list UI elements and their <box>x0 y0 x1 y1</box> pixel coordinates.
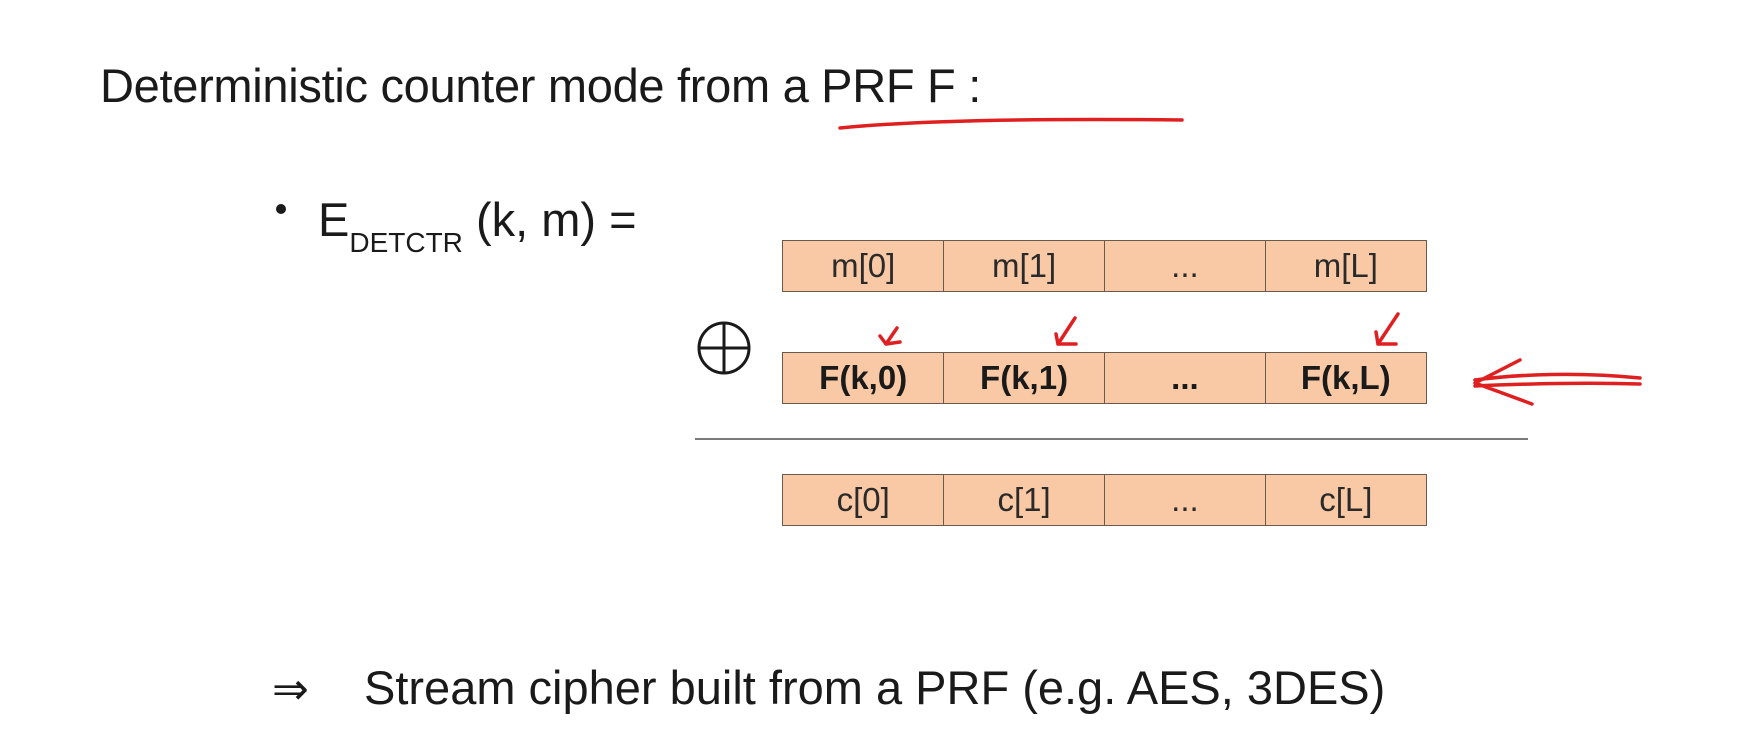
message-blocks-row: m[0] m[1] ... m[L] <box>782 240 1427 292</box>
conclusion-text: Stream cipher built from a PRF (e.g. AES… <box>364 661 1386 714</box>
ciphertext-block: c[0] <box>782 474 945 526</box>
slide-title: Deterministic counter mode from a PRF F … <box>100 59 981 112</box>
prf-block: ... <box>1103 352 1267 404</box>
ciphertext-block: c[L] <box>1264 474 1427 526</box>
prf-block: F(k,1) <box>942 352 1106 404</box>
xor-operator-icon <box>697 321 751 375</box>
message-block: ... <box>1103 240 1267 292</box>
ciphertext-block: ... <box>1103 474 1267 526</box>
formula-main: E <box>318 193 350 246</box>
ciphertext-block: c[1] <box>942 474 1106 526</box>
encryption-formula: EDETCTR (k, m) = <box>318 192 637 258</box>
formula-args: (k, m) = <box>462 193 637 246</box>
ciphertext-blocks-row: c[0] c[1] ... c[L] <box>782 474 1427 526</box>
small-arrow-icon <box>1054 316 1078 346</box>
small-arrow-icon <box>878 326 902 346</box>
sum-divider-line <box>695 438 1528 440</box>
implies-symbol: ⇒ <box>272 665 309 714</box>
prf-block: F(k,0) <box>782 352 945 404</box>
prf-block: F(k,L) <box>1264 352 1427 404</box>
title-underline <box>838 117 1184 130</box>
message-block: m[0] <box>782 240 945 292</box>
small-arrow-icon <box>1374 312 1400 346</box>
formula-subscript: DETCTR <box>349 227 463 258</box>
big-left-arrow-icon <box>1473 358 1642 406</box>
message-block: m[1] <box>942 240 1106 292</box>
bullet-point <box>276 204 286 214</box>
message-block: m[L] <box>1264 240 1427 292</box>
prf-blocks-row: F(k,0) F(k,1) ... F(k,L) <box>782 352 1427 404</box>
